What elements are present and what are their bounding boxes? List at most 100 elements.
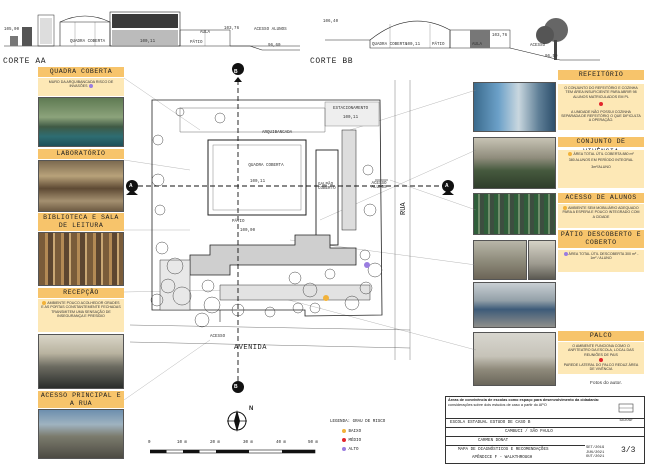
- panel-palco-note-1: O AMBIENTE FUNCIONA COMO O ANFITEATRO DA…: [568, 344, 634, 357]
- panel-palco-note: O AMBIENTE FUNCIONA COMO O ANFITEATRO DA…: [558, 342, 644, 374]
- panel-acesso-alunos-note-text: AMBIENTE SEM MOBILIÁRIO ADEQUADO PARA A …: [562, 206, 640, 219]
- panel-refeitorio-note-1: O CONJUNTO DO REFEITÓRIO E COZINHA TEM Á…: [564, 86, 638, 99]
- panel-biblioteca-header: BIBLIOTECA E SALA DE LEITURA: [38, 213, 124, 231]
- plan-label-avenida: AVENIDA: [234, 344, 267, 352]
- risk-dot-baixo: [568, 152, 573, 157]
- tb-sheet-title: MAPA DE DIAGNÓSTICOS E RECOMENDAÇÕES: [458, 448, 549, 452]
- photo-conjunto-vivencia: [473, 137, 556, 189]
- aa-label-quadra: QUADRA COBERTA: [70, 40, 106, 44]
- photo-biblioteca: [38, 232, 124, 286]
- plan-label-patio: PÁTIO: [232, 220, 245, 224]
- risk-dot-baixo: [563, 206, 568, 211]
- tb-date-1: SET/2019: [586, 446, 605, 450]
- plan-label-estacionamento: ESTACIONAMENTO: [333, 107, 369, 111]
- bb-level-4: 96,50: [545, 55, 558, 59]
- panel-acesso-alunos-header: ACESSO DE ALUNOS: [558, 193, 644, 203]
- section-mark-b-bottom: B: [234, 384, 238, 390]
- section-bb: [325, 18, 600, 61]
- risk-dot-medio: [599, 102, 603, 107]
- tb-divider-1: [445, 418, 645, 419]
- aa-level-4: 96,60: [268, 44, 281, 48]
- plan-label-acesso-alunos: ACESSO ALUNOS: [371, 182, 387, 190]
- tb-sheet-number: 3/3: [621, 446, 636, 455]
- legend-label-medio: MÉDIO: [348, 439, 362, 444]
- legend-dot-alto: [342, 447, 346, 451]
- photo-acesso-principal: [38, 409, 124, 459]
- site-plan: [123, 63, 477, 400]
- scale-tick-30: 30 m: [243, 441, 254, 445]
- tb-divider-3: [445, 436, 645, 437]
- panel-acesso-header: ACESSO PRINCIPAL E A RUA: [38, 391, 124, 408]
- section-aa: [4, 11, 300, 51]
- tb-date-2: JUN/2021: [586, 450, 605, 455]
- photo-palco: [473, 332, 556, 386]
- tb-project-subtitle: considerações sobre dois estudos de caso…: [448, 402, 547, 407]
- photo-patio-3: [473, 282, 556, 328]
- bb-label-aula: AULA: [472, 43, 483, 47]
- photo-acesso-alunos: [473, 193, 556, 235]
- bb-label-acesso: ACESSO: [530, 44, 546, 48]
- panel-vivencia-note: ÁREA TOTAL ÚTIL COBERTA 880 m² 380 ALUNO…: [558, 150, 644, 188]
- bb-level-2: 100,11: [405, 43, 421, 47]
- aa-label-acesso: ACESSO ALUNOS: [254, 28, 287, 32]
- panel-quadra-header: QUADRA COBERTA: [38, 67, 124, 77]
- tb-divider-2: [445, 427, 645, 428]
- north-arrow-icon: [227, 410, 247, 432]
- bb-label-quadra: QUADRA COBERTA: [372, 43, 408, 47]
- panel-refeitorio-header: REFEITÓRIO: [558, 70, 644, 80]
- photo-refeitorio: [473, 82, 556, 132]
- legend-item-baixo: BAIXO: [342, 429, 361, 434]
- scale-tick-20: 20 m: [210, 441, 221, 445]
- legend-dot-medio: [342, 438, 346, 442]
- plan-label-galpao: GALPÃO COBERTO: [318, 183, 336, 191]
- tb-project: Áreas de convivência de escolas como esp…: [448, 398, 603, 407]
- tb-project-title: Áreas de convivência de escolas como esp…: [448, 398, 600, 402]
- scale-tick-10: 10 m: [177, 441, 188, 445]
- risk-dot-alto: [563, 252, 568, 257]
- tb-divider-4: [445, 445, 585, 446]
- legend-item-medio: MÉDIO: [342, 438, 361, 443]
- aa-level-2: 100,11: [140, 40, 156, 44]
- panel-recepcao-note-text: AMBIENTE POUCO ACOLHEDOR GRADES E AS POR…: [41, 301, 121, 319]
- section-bb-title: CORTE BB: [310, 57, 354, 66]
- plan-label-arquibancada: ARQUIBANCADA: [262, 131, 293, 135]
- tb-author: CARMEN DONAT: [478, 439, 509, 443]
- trees: [150, 107, 383, 328]
- panel-palco-note-2: PAREDE LATERAL DO PALCO REDUZ ÁREA DE VI…: [563, 362, 639, 372]
- legend-label-alto: ALTO: [348, 448, 359, 453]
- legend-label-baixo: BAIXO: [348, 430, 362, 435]
- panel-vivencia-header: CONJUNTO DE VIVÊNCIA: [558, 137, 644, 155]
- title-block: [445, 396, 645, 464]
- legend-item-alto: ALTO: [342, 447, 359, 452]
- panel-patio-note: ÁREA TOTAL ÚTIL DESCOBERTA 300 m² - 1m² …: [558, 250, 644, 272]
- aa-level-3: 103,76: [224, 27, 240, 31]
- panel-quadra-note-text: MURO DA ARQUIBANCADA RISCO DE INVASÕES: [48, 80, 114, 89]
- fau-logo-icon: [618, 403, 634, 413]
- bb-label-patio: PÁTIO: [432, 43, 445, 47]
- plan-level-1: 100,11: [343, 116, 359, 120]
- panel-vivencia-note-2: 380 ALUNOS EM PERÍODO INTEGRAL: [568, 158, 634, 163]
- plan-label-rua: RUA: [400, 202, 408, 215]
- photo-recepcao: [38, 334, 124, 389]
- photo-patio-2: [528, 240, 556, 280]
- panel-acesso-alunos-note: AMBIENTE SEM MOBILIÁRIO ADEQUADO PARA A …: [558, 204, 644, 228]
- risk-dot-alto: [88, 84, 93, 89]
- panel-patio-header: PÁTIO DESCOBERTO E COBERTO: [558, 230, 644, 248]
- panel-patio-note-text: ÁREA TOTAL ÚTIL DESCOBERTA 300 m² - 1m² …: [568, 252, 639, 261]
- legend-dot-baixo: [342, 429, 346, 433]
- photo-patio-1: [473, 240, 527, 280]
- aa-label-patio: PÁTIO: [190, 41, 203, 45]
- scale-tick-40: 40 m: [276, 441, 287, 445]
- section-mark-a-left: A: [129, 183, 133, 189]
- section-aa-title: CORTE AA: [3, 57, 47, 66]
- plan-label-acesso: ACESSO: [210, 335, 226, 339]
- panel-vivencia-note-3: 3m²/ALUNO: [591, 164, 611, 169]
- photo-quadra: [38, 97, 124, 147]
- risk-dot-baixo: [42, 301, 47, 306]
- bb-level-1: 106,40: [323, 20, 339, 24]
- aa-level-1: 105,00: [4, 28, 20, 32]
- scale-bar: [150, 449, 316, 454]
- photo-credit: Fotos do autor.: [590, 381, 622, 386]
- legend-title: LEGENDA: GRAU DE RISCO: [330, 420, 386, 424]
- panel-recepcao-header: RECEPÇÃO: [38, 288, 124, 298]
